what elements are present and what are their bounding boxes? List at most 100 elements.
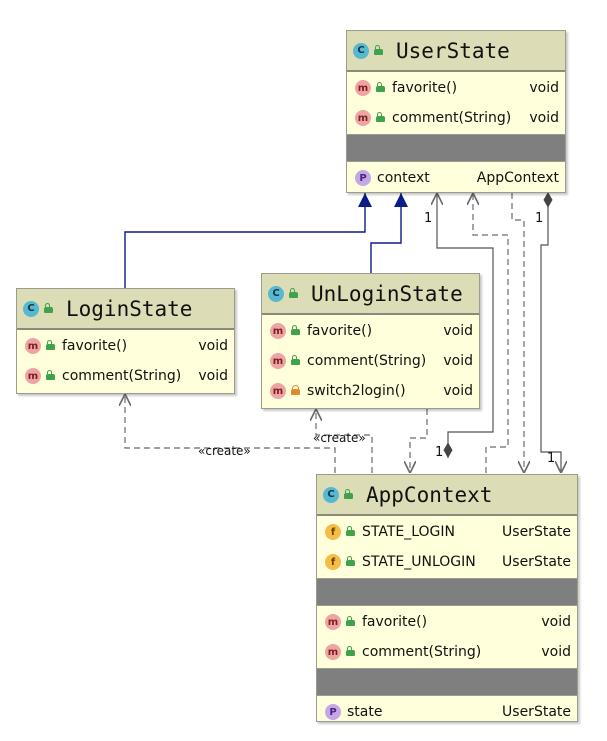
class-name: UserState <box>396 38 510 63</box>
class-name: UnLoginState <box>311 281 463 306</box>
public-lock-icon <box>346 556 355 566</box>
properties-section: P state UserState <box>317 696 577 728</box>
public-lock-icon <box>346 616 355 626</box>
multiplicity-appcontext-state: 1 <box>547 451 555 466</box>
method-type: void <box>529 110 559 126</box>
class-header: C AppContext <box>317 475 577 516</box>
dependency-appcontext-to-loginstate <box>125 394 336 473</box>
multiplicity-userstate-composition: 1 <box>535 211 543 226</box>
class-header: C UserState <box>347 31 565 72</box>
public-lock-icon <box>376 112 385 122</box>
public-lock-icon <box>291 355 300 365</box>
inheritance-login-to-userstate <box>124 193 372 288</box>
method-icon: m <box>355 110 371 126</box>
dependency-appcontext-to-userstate <box>473 193 509 473</box>
field-row[interactable]: f STATE_UNLOGIN UserState <box>317 547 577 577</box>
property-icon: P <box>355 170 371 186</box>
method-row[interactable]: m favorite() void <box>262 316 479 346</box>
method-type: void <box>443 323 473 339</box>
property-type: AppContext <box>476 170 559 186</box>
methods-section: m favorite() void m comment(String) void <box>347 72 565 135</box>
class-header: C UnLoginState <box>262 274 479 315</box>
property-row[interactable]: P state UserState <box>317 697 577 727</box>
inheritance-unlogin-to-userstate <box>370 193 408 273</box>
method-icon: m <box>355 80 371 96</box>
association-userstate-to-appcontext <box>437 193 494 458</box>
method-row[interactable]: m favorite() void <box>317 607 577 637</box>
class-header: C LoginState <box>17 289 234 330</box>
field-icon: f <box>325 554 341 570</box>
class-icon: C <box>268 285 284 302</box>
empty-section <box>317 669 577 696</box>
fields-section: f STATE_LOGIN UserState f STATE_UNLOGIN … <box>317 516 577 579</box>
method-row[interactable]: m comment(String) void <box>347 103 565 133</box>
method-icon: m <box>270 383 286 399</box>
method-row[interactable]: m favorite() void <box>347 73 565 103</box>
class-name: LoginState <box>66 296 193 321</box>
method-name: favorite() <box>62 338 128 354</box>
class-loginstate[interactable]: C LoginState m favorite() void m comment… <box>16 288 235 394</box>
class-icon: C <box>23 300 39 317</box>
public-lock-icon <box>46 340 55 350</box>
method-name: favorite() <box>392 80 458 96</box>
method-name: switch2login() <box>307 383 406 399</box>
class-name: AppContext <box>366 482 493 507</box>
methods-section: m favorite() void m comment(String) void <box>17 330 234 392</box>
field-name: STATE_UNLOGIN <box>362 554 476 570</box>
method-type: void <box>541 644 571 660</box>
property-name: state <box>347 704 383 720</box>
properties-section: P context AppContext <box>347 162 565 194</box>
empty-section <box>317 579 577 606</box>
method-icon: m <box>270 323 286 339</box>
method-icon: m <box>325 644 341 660</box>
method-name: comment(String) <box>62 368 182 384</box>
method-row[interactable]: m comment(String) void <box>17 361 234 391</box>
method-icon: m <box>25 368 41 384</box>
public-lock-icon <box>344 488 353 499</box>
class-unloginstate[interactable]: C UnLoginState m favorite() void m comme… <box>261 273 480 409</box>
empty-section <box>347 135 565 162</box>
public-lock-icon <box>376 82 385 92</box>
methods-section: m favorite() void m comment(String) void <box>317 606 577 669</box>
method-row[interactable]: m comment(String) void <box>317 637 577 667</box>
method-name: comment(String) <box>392 110 512 126</box>
public-lock-icon <box>289 287 298 298</box>
method-name: favorite() <box>307 323 373 339</box>
dependency-userstate-to-appcontext <box>511 193 524 473</box>
method-type: void <box>443 383 473 399</box>
method-type: void <box>198 338 228 354</box>
method-type: void <box>443 353 473 369</box>
private-lock-icon <box>291 385 300 395</box>
field-type: UserState <box>502 554 571 570</box>
method-row[interactable]: m favorite() void <box>17 331 234 361</box>
class-userstate[interactable]: C UserState m favorite() void m comment(… <box>346 30 566 193</box>
method-name: comment(String) <box>307 353 427 369</box>
method-row[interactable]: m comment(String) void <box>262 346 479 376</box>
field-type: UserState <box>502 524 571 540</box>
method-icon: m <box>270 353 286 369</box>
public-lock-icon <box>346 646 355 656</box>
method-row[interactable]: m switch2login() void <box>262 376 479 406</box>
dependency-unloginstate-to-appcontext <box>410 409 428 473</box>
method-name: comment(String) <box>362 644 482 660</box>
field-name: STATE_LOGIN <box>362 524 456 540</box>
property-row[interactable]: P context AppContext <box>347 163 565 193</box>
property-type: UserState <box>502 704 571 720</box>
multiplicity-appcontext-composition: 1 <box>435 445 443 460</box>
field-row[interactable]: f STATE_LOGIN UserState <box>317 517 577 547</box>
method-name: favorite() <box>362 614 428 630</box>
public-lock-icon <box>291 325 300 335</box>
public-lock-icon <box>44 302 53 313</box>
class-appcontext[interactable]: C AppContext f STATE_LOGIN UserState f S… <box>316 474 578 722</box>
association-appcontext-to-userstate <box>540 192 561 473</box>
property-name: context <box>377 170 430 186</box>
create-label-unlogin: «create» <box>313 431 366 445</box>
class-icon: C <box>353 42 369 59</box>
public-lock-icon <box>46 370 55 380</box>
public-lock-icon <box>346 526 355 536</box>
multiplicity-userstate-context: 1 <box>424 211 432 226</box>
method-type: void <box>529 80 559 96</box>
field-icon: f <box>325 524 341 540</box>
create-label-login: «create» <box>198 444 251 458</box>
